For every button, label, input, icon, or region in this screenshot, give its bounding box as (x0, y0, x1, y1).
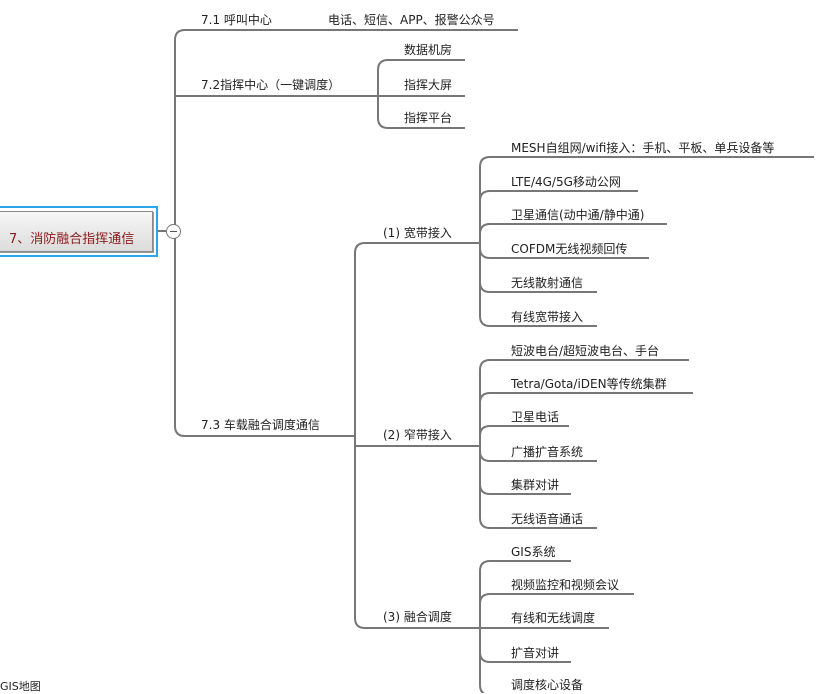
fusion-item[interactable]: 扩音对讲 (511, 646, 560, 660)
broadband-item[interactable]: 无线散射通信 (511, 276, 584, 290)
fusion-item[interactable]: 调度核心设备 (511, 678, 584, 692)
branch-7-2-item[interactable]: 指挥大屏 (404, 78, 453, 92)
narrowband-item[interactable]: 广播扩音系统 (511, 445, 584, 459)
narrowband-item[interactable]: 卫星电话 (511, 410, 560, 424)
root-topic-body: 7、消防融合指挥通信 (0, 211, 153, 252)
branch-7-1-detail[interactable]: 电话、短信、APP、报警公众号 (328, 13, 495, 27)
fusion-item[interactable]: 视频监控和视频会议 (511, 578, 620, 592)
broadband-item[interactable]: 卫星通信(动中通/静中通) (511, 208, 645, 222)
group-narrowband-label[interactable]: (2) 窄带接入 (383, 428, 452, 442)
branch-7-1-label[interactable]: 7.1 呼叫中心 (201, 13, 272, 27)
broadband-item[interactable]: 有线宽带接入 (511, 310, 584, 324)
root-topic[interactable]: 7、消防融合指挥通信 (0, 206, 158, 257)
broadband-item[interactable]: MESH自组网/wifi接入：手机、平板、单兵设备等 (511, 141, 775, 155)
collapse-icon[interactable] (166, 224, 181, 239)
narrowband-item[interactable]: 无线语音通话 (511, 512, 584, 526)
branch-7-2-item[interactable]: 指挥平台 (404, 111, 453, 125)
branch-7-3-label[interactable]: 7.3 车载融合调度通信 (201, 418, 320, 432)
group-fusion-label[interactable]: (3) 融合调度 (383, 610, 452, 624)
group-broadband-label[interactable]: (1) 宽带接入 (383, 226, 452, 240)
broadband-item[interactable]: LTE/4G/5G移动公网 (511, 175, 621, 189)
narrowband-item[interactable]: Tetra/Gota/iDEN等传统集群 (511, 377, 667, 391)
root-topic-label: 7、消防融合指挥通信 (9, 232, 135, 247)
broadband-item[interactable]: COFDM无线视频回传 (511, 242, 628, 256)
branch-7-2-label[interactable]: 7.2指挥中心（一键调度） (201, 78, 341, 92)
fusion-item[interactable]: 有线和无线调度 (511, 611, 596, 625)
gis-map-label: GIS地图 (0, 680, 41, 693)
narrowband-item[interactable]: 短波电台/超短波电台、手台 (511, 344, 660, 358)
branch-7-2-item[interactable]: 数据机房 (404, 43, 453, 57)
narrowband-item[interactable]: 集群对讲 (511, 478, 560, 492)
fusion-item[interactable]: GIS系统 (511, 545, 556, 559)
